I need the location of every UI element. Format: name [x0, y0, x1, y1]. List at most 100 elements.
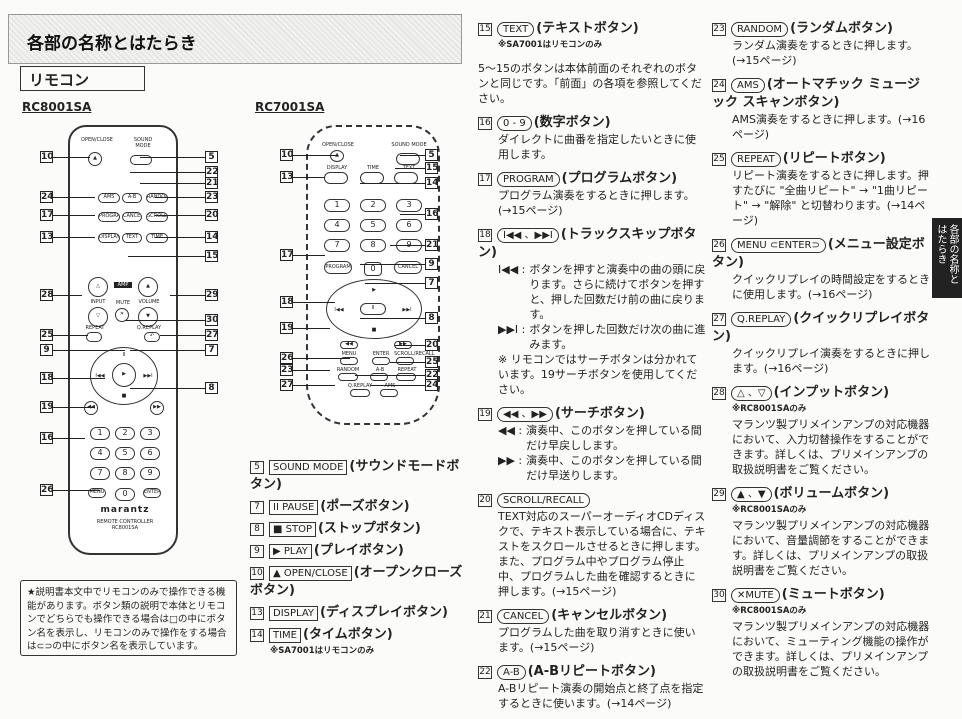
program-button: PROGRAM [324, 261, 352, 274]
callout-line [360, 264, 425, 265]
callout-line [53, 407, 95, 408]
item-body: マランツ製プリメインアンプの対応機器において、入力切替操作をすることができます。… [732, 418, 930, 476]
side-tab: 各部の名称と はたらき [932, 218, 962, 298]
item-name: (オートマチック ミュージック スキャンボタン) [712, 77, 921, 110]
item-name: (サウンドモードボタン) [250, 459, 460, 492]
item-name: (サーチボタン) [554, 406, 645, 421]
callout-number: 30 [205, 314, 219, 326]
button-key-label: RANDOM [731, 22, 789, 37]
callout-number: 24 [40, 191, 54, 203]
item-title: 30✕MUTE(ミュートボタン) [712, 586, 930, 604]
item-number: 24 [712, 79, 726, 92]
play-button: ▶ [112, 363, 136, 387]
callout-number: 7 [425, 277, 438, 289]
button-key-label: 0 - 9 [497, 116, 532, 131]
digit-button-4: 4 [324, 219, 350, 232]
item-name: (トラックスキップボタン) [478, 227, 697, 260]
item-number: 22 [478, 666, 492, 679]
item-title: 19◀◀ 、▶▶(サーチボタン) [478, 405, 706, 423]
item-body: ランダム演奏をするときに押します。(→15ページ) [732, 39, 918, 67]
item-name: (ボリュームボタン) [773, 486, 890, 501]
button-key-label: A-B [497, 665, 526, 680]
button-caption: TIME [366, 165, 379, 171]
q-replay-button: ↶ [144, 332, 160, 342]
item-body-note: ※ リモコンではサーチボタンは分かれています。19サーチボタンを使用してください… [498, 353, 698, 396]
callout-number: 25 [425, 356, 439, 368]
button-caption: RC8001SA [111, 525, 139, 531]
ams-button: AMS [98, 193, 120, 203]
callout-line [293, 370, 330, 371]
button-key-label: AMS [731, 78, 765, 93]
button-caption: ▶ [372, 287, 376, 293]
section-title: リモコン [20, 66, 145, 91]
item-number: 5 [250, 461, 264, 474]
button-key-label: ▲ OPEN/CLOSE [269, 566, 352, 581]
button-key-label: II PAUSE [269, 500, 319, 515]
callout-number: 27 [280, 379, 294, 391]
button-caption: MENU [341, 351, 357, 357]
button-key-label: ■ STOP [269, 522, 316, 537]
item-name: (オープンクローズボタン) [250, 565, 463, 598]
cancel-button: CANCEL [122, 212, 142, 222]
item-number: 8 [250, 523, 264, 536]
callout-line [400, 214, 425, 215]
ams-button [380, 389, 398, 397]
callout-line [390, 362, 425, 363]
q-replay-button [350, 389, 370, 397]
callout-line [53, 237, 95, 238]
remote-rc7001sa-illustration: OPEN/CLOSE▲SOUND MODEDISPLAYTIMETEXT1234… [306, 125, 440, 425]
button-caption: ■ [121, 393, 127, 399]
button-caption: ▶▶I [143, 373, 153, 379]
page-header: 各部の名称とはたらき [8, 14, 462, 64]
item-name: (キャンセルボタン) [551, 608, 668, 623]
callout-number: 9 [40, 344, 53, 356]
button-key-label: Q.REPLAY [731, 312, 792, 327]
item-body: A-Bリピート演奏の開始点と終了点を指定するときに使います。(→14ページ) [498, 682, 704, 710]
col3-item: 24 AMS(オートマチック ミュージック スキャンボタン) AMS演奏をするときに… [712, 76, 930, 142]
callout-line [395, 168, 425, 169]
callout-number: 17 [280, 249, 294, 261]
enter-button [372, 357, 390, 365]
callout-line [160, 335, 205, 336]
display-button: DISPLAY [98, 233, 120, 243]
callout-number: 26 [40, 484, 54, 496]
callout-line [53, 197, 95, 198]
callout-line [355, 375, 425, 376]
item-body: AMS演奏をするときに押します。(→16ページ) [732, 113, 926, 141]
item-body: ダイレクトに曲番を指定したいときに使用します。 [498, 133, 696, 161]
callout-number: 13 [40, 231, 54, 243]
callout-number: 9 [425, 258, 438, 270]
button-caption: REMOTE CONTROLLER [96, 519, 154, 525]
item-number: 27 [712, 313, 726, 326]
main-item: 10▲ OPEN/CLOSE(オープンクローズボタン) [250, 564, 465, 600]
col3-item: 30✕MUTE(ミュートボタン)※RC8001SAのみマランツ製プリメインアンプ… [712, 586, 930, 679]
button-caption: ■ [371, 327, 377, 333]
callout-line [155, 197, 205, 198]
sub-text: 演奏中、このボタンを押している間だけ早戻しします。 [526, 424, 702, 452]
callout-line [130, 350, 205, 351]
item-body: 5〜15のボタンは本体前面のそれぞれのボタンと同じです。「前面」の各項を参照して… [478, 62, 702, 105]
button-caption: A-B [375, 367, 385, 373]
enter-button: ENTER [143, 488, 161, 498]
callout-number: 8 [205, 382, 218, 394]
item-name: (メニュー設定ボタン) [712, 237, 925, 270]
item-number: 13 [250, 607, 264, 620]
callout-line [53, 490, 100, 491]
item-body: マランツ製プリメインアンプの対応機器において、ミューティング機能の操作ができます… [732, 620, 930, 678]
random-button [338, 373, 358, 381]
callout-number: 18 [40, 372, 54, 384]
button-caption: AMS [384, 383, 396, 389]
item-name: (ストップボタン) [317, 521, 421, 536]
callout-number: 20 [205, 209, 219, 221]
